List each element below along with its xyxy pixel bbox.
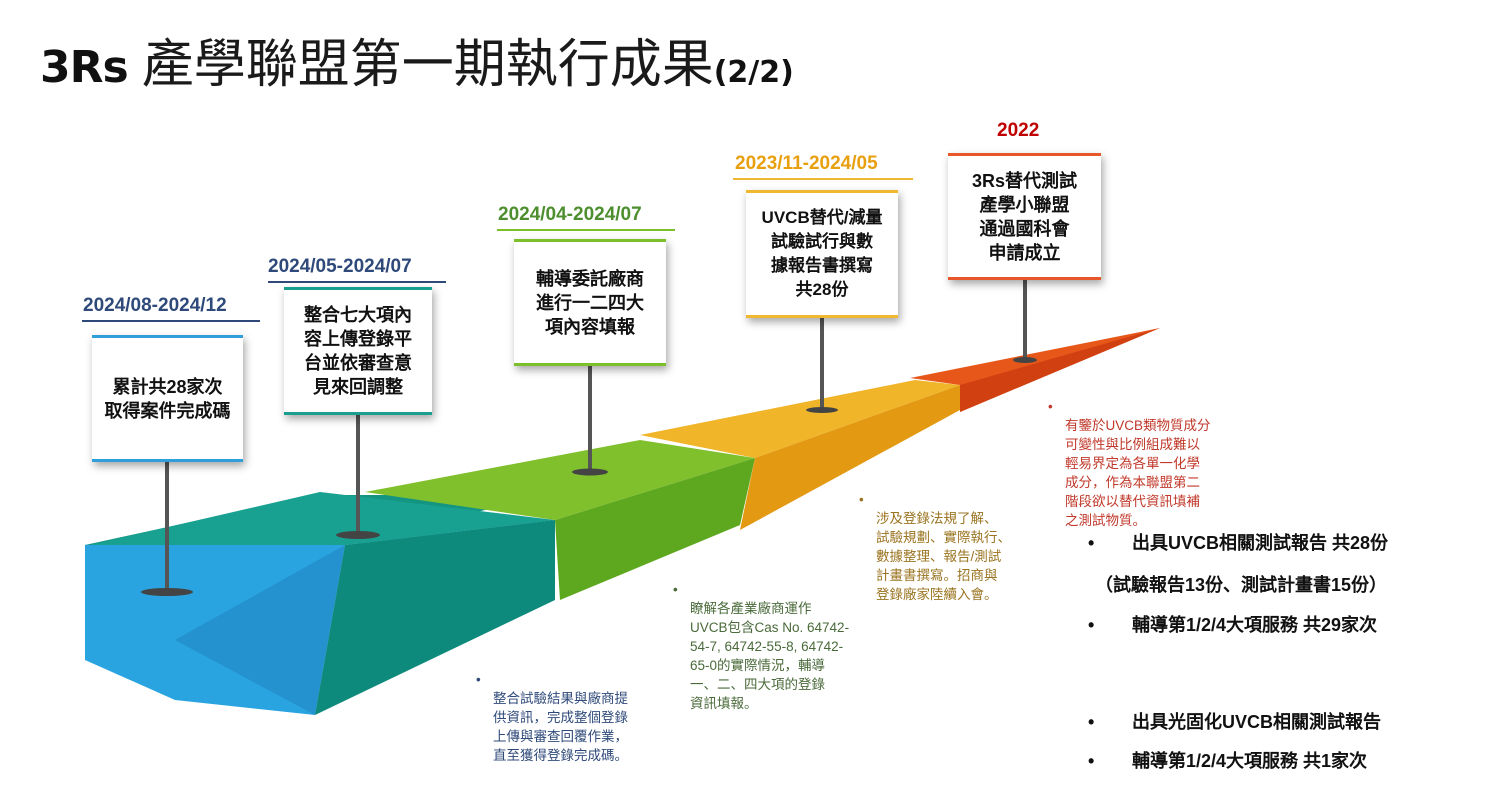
milestone-text-5: 3Rs替代測試 產學小聯盟 通過國科會 申請成立 [971,170,1078,263]
step-yellow-front [740,385,960,530]
summary-item: •出具光固化UVCB相關測試報告 [1088,712,1382,732]
milestone-card-2: 整合七大項內 容上傳登錄平 台並依審查意 見來回調整 [284,287,432,415]
milestone-date-underline-4 [733,178,913,180]
bullet-icon: • [1088,751,1095,771]
title-suffix: (2/2) [713,55,794,90]
summary-item: （試驗報告13份、測試計畫書15份） [1095,575,1388,595]
title-main: 產學聯盟第一期執行成果 [141,35,714,95]
bullet-icon: • [1088,712,1095,732]
step-blue-shadow [175,545,345,715]
step-orange-shade [960,328,1160,412]
bullet-icon: • [859,492,864,507]
milestone-date-underline-2 [268,281,446,283]
milestone-note-2-text: 瞭解各產業廠商運作 UVCB包含Cas No. 64742- 54-7, 647… [690,601,850,711]
bullet-icon: • [476,672,481,687]
milestone-date-2: 2024/05-2024/07 [268,256,412,277]
milestone-date-5: 2022 [997,120,1040,141]
milestone-note-4-text: 有鑒於UVCB類物質成分 可變性與比例組成難以 輕易界定為各單一化學 成分，作為… [1065,418,1211,528]
milestone-note-4: • 有鑒於UVCB類物質成分 可變性與比例組成難以 輕易界定為各單一化學 成分，作… [1048,397,1211,530]
bullet-icon: • [1088,533,1095,553]
milestone-date-1: 2024/08-2024/12 [83,295,227,316]
pole-3-base [572,468,608,476]
milestone-card-1: 累計共28家次 取得案件完成碼 [92,335,243,462]
milestone-card-4: UVCB替代/減量 試驗試行與數 據報告書撰寫 共28份 [746,190,898,318]
milestone-note-1-text: 整合試驗結果與廠商提 供資訊，完成整個登錄 上傳與審查回覆作業， 直至獲得登錄完… [493,691,628,763]
step-teal-side [315,520,555,715]
bullet-icon: • [1048,399,1053,414]
step-green-top [365,440,755,520]
milestone-text-4: UVCB替代/減量 試驗試行與數 據報告書撰寫 共28份 [761,208,883,299]
step-green-front [555,458,755,600]
milestone-date-underline-1 [82,320,260,322]
summary-item: •輔導第1/2/4大項服務 共29家次 [1088,615,1378,635]
milestone-note-3: • 涉及登錄法規了解、 試驗規劃、實際執行、 數據整理、報告/測試 計畫書撰寫。招… [859,490,1011,604]
milestone-note-3-text: 涉及登錄法規了解、 試驗規劃、實際執行、 數據整理、報告/測試 計畫書撰寫。招商… [876,511,1011,602]
milestone-text-1: 累計共28家次 取得案件完成碼 [104,376,231,421]
milestone-card-3: 輔導委託廠商 進行一二四大 項內容填報 [514,239,666,366]
milestone-note-1: • 整合試驗結果與廠商提 供資訊，完成整個登錄 上傳與審查回覆作業， 直至獲得登錄… [476,670,628,765]
milestone-date-underline-3 [497,229,675,231]
step-yellow-top [640,380,960,458]
title-brand: 3Rs [40,42,129,93]
summary-item: •輔導第1/2/4大項服務 共1家次 [1088,751,1368,771]
milestone-note-2: • 瞭解各產業廠商運作 UVCB包含Cas No. 64742- 54-7, 64… [673,580,850,713]
milestone-text-2: 整合七大項內 容上傳登錄平 台並依審查意 見來回調整 [304,305,412,397]
pole-4-base [806,407,838,413]
step-teal-top2 [90,492,555,545]
milestone-date-3: 2024/04-2024/07 [498,204,642,225]
summary-item: •出具UVCB相關測試報告 共28份 [1088,533,1389,553]
pole-5-base [1013,357,1037,363]
milestone-text-3: 輔導委託廠商 進行一二四大 項內容填報 [536,268,644,337]
pole-2-base [336,531,380,539]
pole-1-base [141,588,193,596]
bullet-icon: • [1088,615,1095,635]
milestone-date-4: 2023/11-2024/05 [735,153,878,174]
bullet-icon: • [673,582,678,597]
milestone-card-5: 3Rs替代測試 產學小聯盟 通過國科會 申請成立 [948,153,1101,280]
